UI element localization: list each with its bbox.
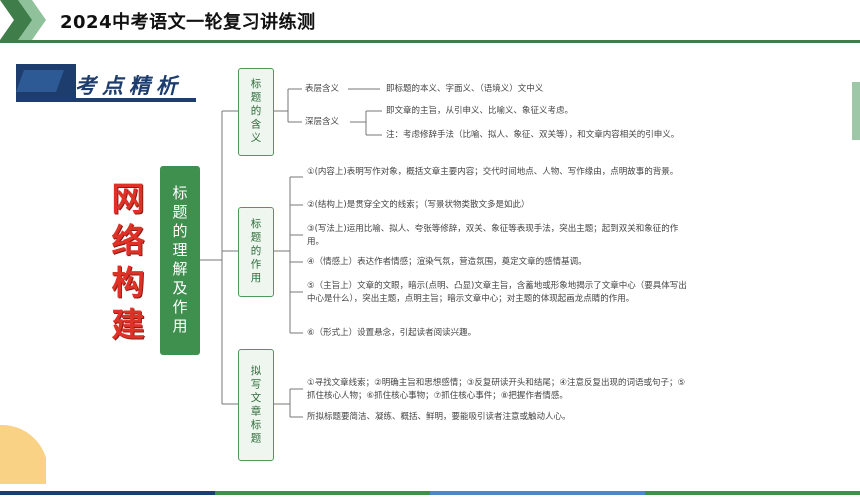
deep-meaning-text-2: 注：考虑修辞手法（比喻、拟人、象征、双关等），和文章内容相关的引申义。 xyxy=(386,130,680,140)
function-item-2: ②(结构上)是贯穿全文的线索；（写景状物类散文多是如此） xyxy=(307,200,530,210)
function-item-3: ③(写法上)运用比喻、拟人、夸张等修辞，双关、象征等表现手法，突出主题；起到双关… xyxy=(307,224,679,247)
section-banner xyxy=(16,64,196,102)
header-underline xyxy=(0,40,860,43)
surface-meaning-text: 即标题的本义、字面义、（语境义）文中义 xyxy=(386,84,544,94)
mindmap-connectors xyxy=(200,88,382,418)
subtopic-drafting-box: 拟写文章标题 xyxy=(238,349,274,461)
topic-box: 标题的理解及作用 xyxy=(160,166,200,355)
surface-meaning-label: 表层含义 xyxy=(305,84,340,94)
drafting-requirement: 所拟标题要简洁、凝练、概括、鲜明，要能吸引读者注意或触动人心。 xyxy=(307,412,571,422)
chevron-right-icon xyxy=(0,0,50,40)
drafting-steps: ①寻找文章线索；②明确主旨和思想感情；③反复研读开头和结尾；④注意反复出现的词语… xyxy=(307,378,686,401)
main-title: 网络构建 xyxy=(111,179,145,344)
subtopic-function-box: 标题的作用 xyxy=(238,207,274,297)
function-item-5: ⑤（主旨上）文章的文眼，暗示(点明、凸显)文章主旨，含蓄地或形象地揭示了文章中心… xyxy=(307,281,687,304)
section-title: 考点精析 xyxy=(75,73,183,98)
subtopic-drafting-label: 拟写文章标题 xyxy=(249,364,262,446)
deep-meaning-text-1: 即文章的主旨，从引申义、比喻义、象征义考虑。 xyxy=(386,106,574,116)
subtopic-function-label: 标题的作用 xyxy=(249,218,262,286)
deep-meaning-label: 深层含义 xyxy=(305,117,340,127)
function-item-1: ①(内容上)表明写作对象，概括文章主要内容；交代时间地点、人物、写作缘由，点明故… xyxy=(307,167,679,177)
page-title: 2024中考语文一轮复习讲练测 xyxy=(60,12,316,33)
subtopic-meaning-box: 标题的含义 xyxy=(238,68,274,156)
footer-stripe xyxy=(0,480,860,495)
corner-decoration xyxy=(0,424,48,484)
side-decoration xyxy=(852,82,860,140)
subtopic-meaning-label: 标题的含义 xyxy=(249,78,262,146)
topic-label: 标题的理解及作用 xyxy=(170,184,189,337)
header-bar xyxy=(0,0,860,40)
function-item-4: ④（情感上）表达作者情感；渲染气氛，营造氛围，奠定文章的感情基调。 xyxy=(307,257,587,267)
function-item-6: ⑥（形式上）设置悬念，引起读者阅读兴趣。 xyxy=(307,328,477,338)
